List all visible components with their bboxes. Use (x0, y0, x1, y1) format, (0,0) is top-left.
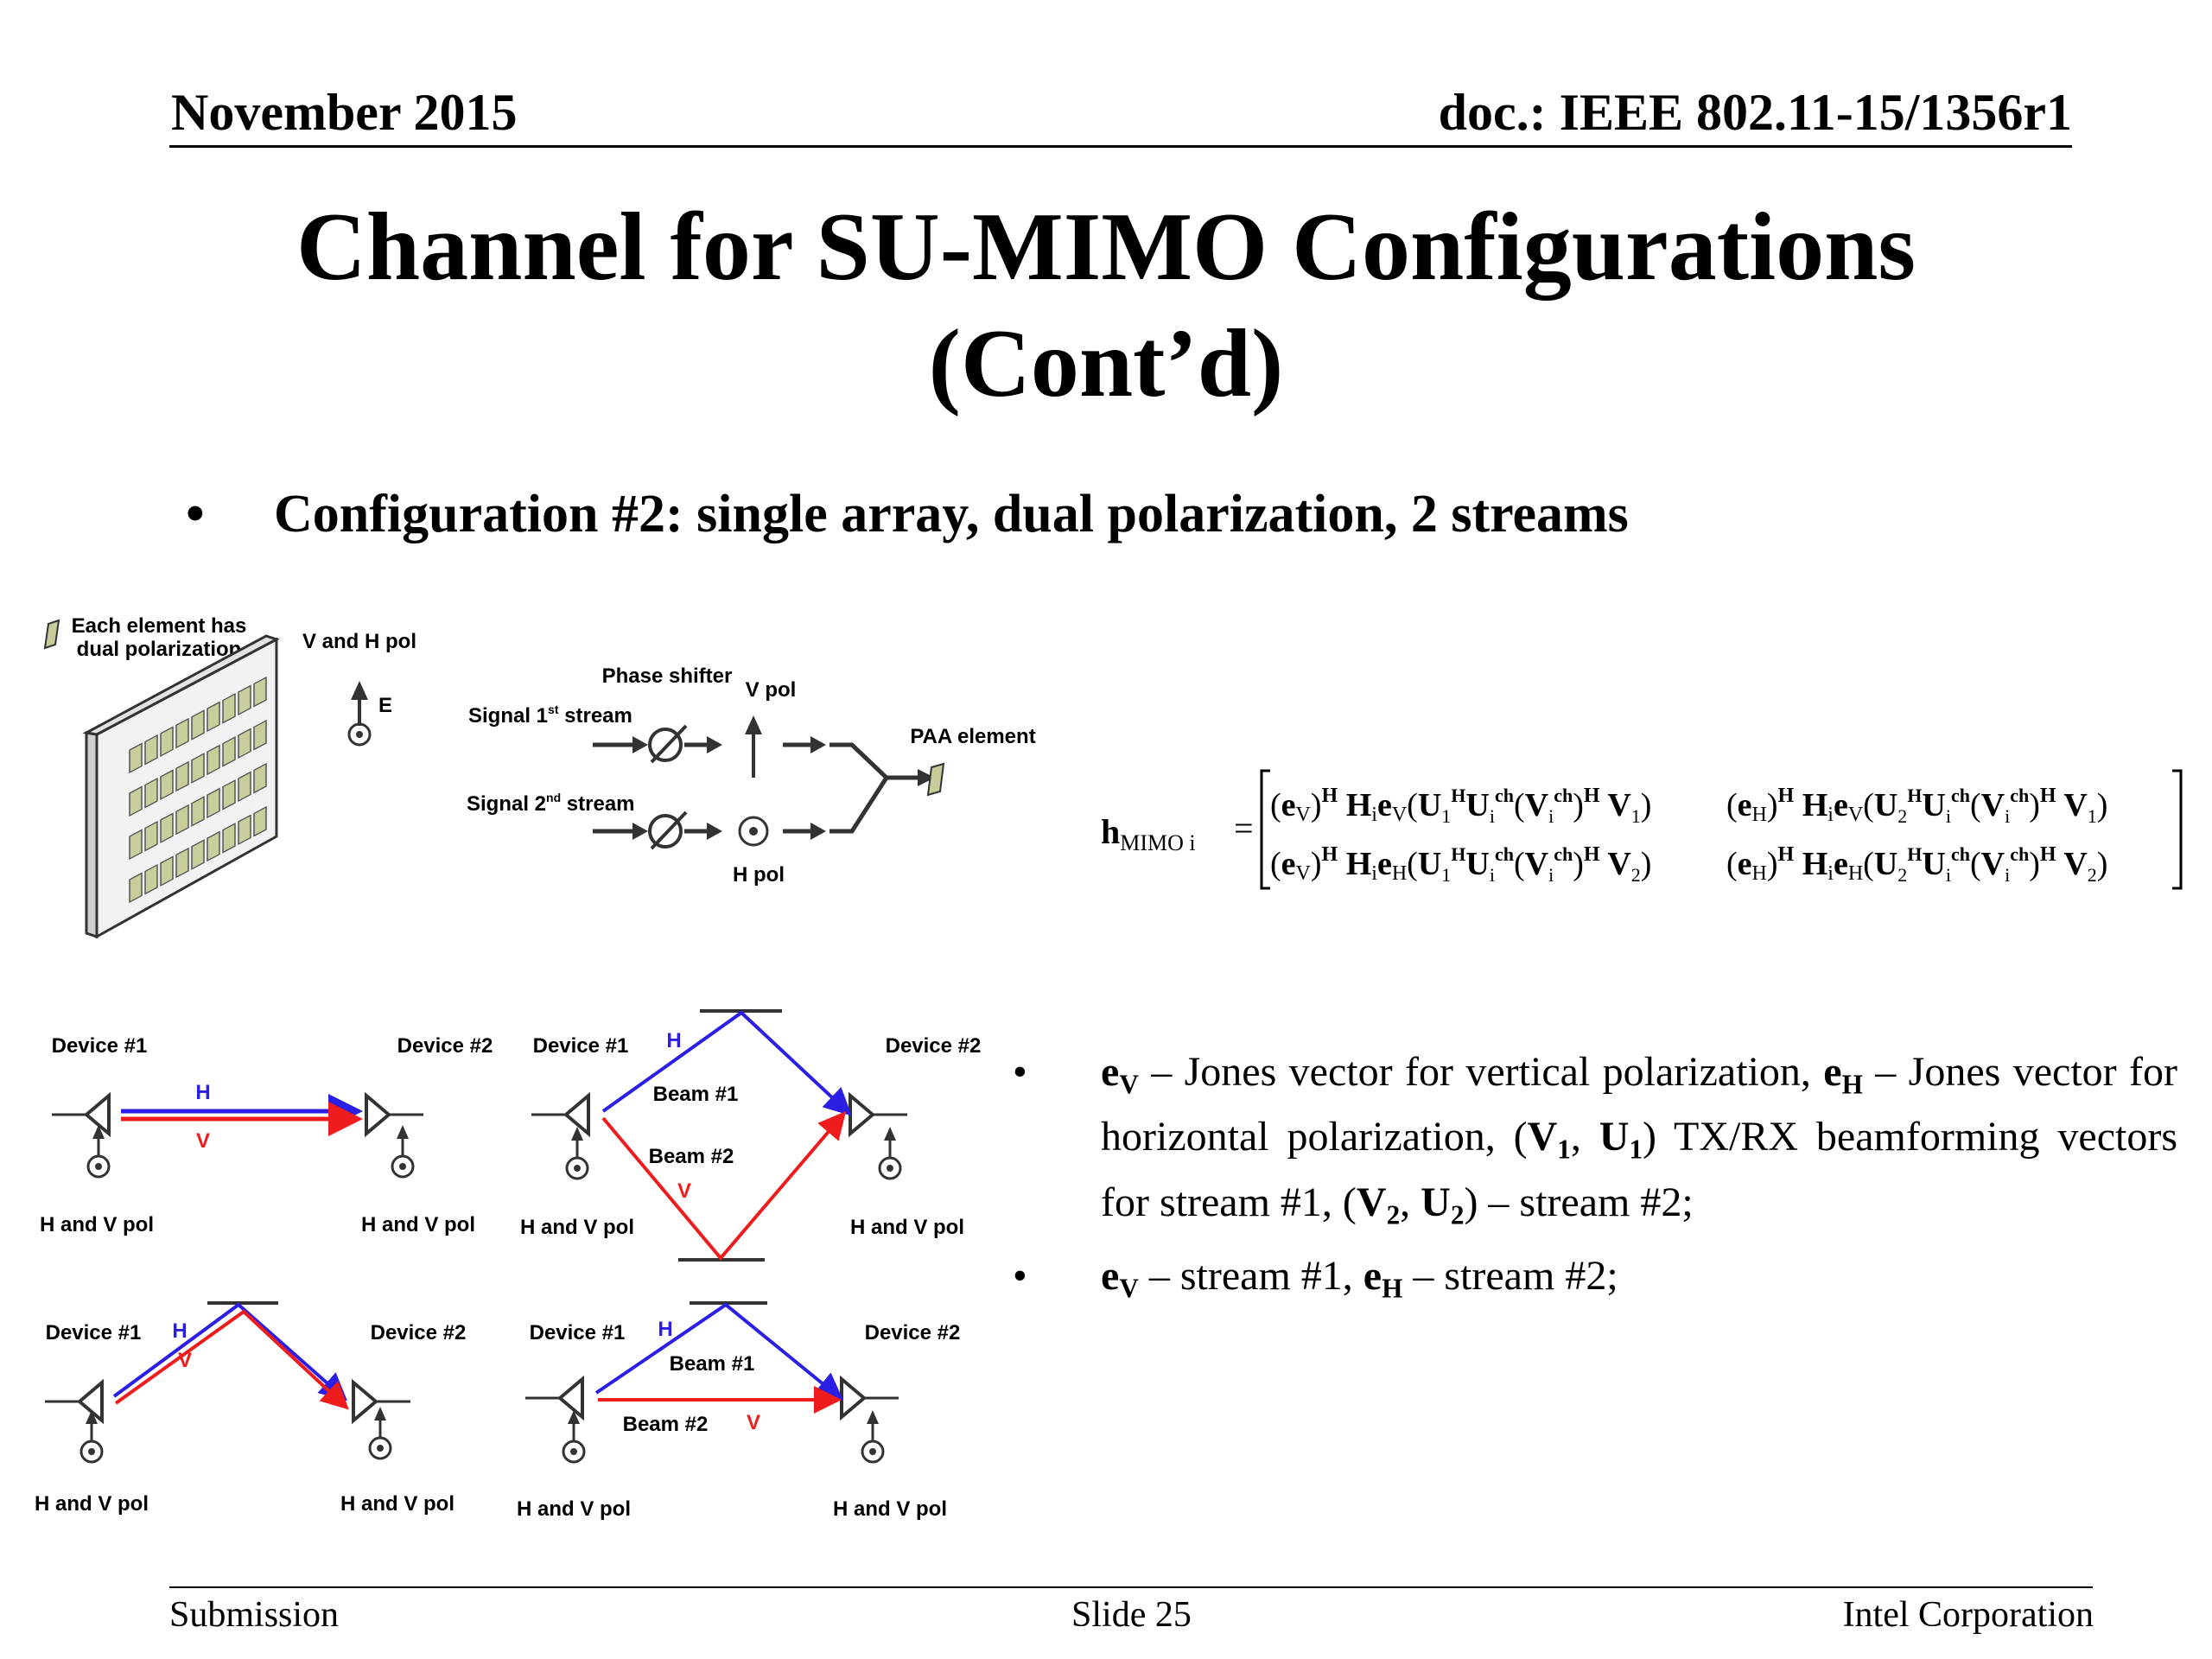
matrix-row-1: (eV)H HieV(U1HUich(Vich)H V1) (eH)H HieV… (1270, 785, 2107, 827)
pol-note: V and H pol (302, 630, 416, 653)
note-2-dot: • (1013, 1253, 1027, 1300)
footer-submission: Submission (169, 1595, 340, 1635)
s1-v-label: V (196, 1129, 210, 1153)
scenario-diagrams: Device #1 Device #2 H V H and V pol H an… (35, 1009, 982, 1521)
svg-text:(eH)H HieH(U2HUich(Vich)H V2): (eH)H HieH(U2HUich(Vich)H V2) (1726, 843, 2107, 886)
s2-beam2-path (601, 1110, 847, 1262)
s4-v-label: V (747, 1411, 760, 1434)
s4-beam1-label: Beam #1 (670, 1352, 755, 1376)
s4-hv-left: H and V pol (517, 1497, 631, 1521)
element-note-2: dual polarization (77, 638, 242, 661)
s3-h-path (112, 1302, 347, 1402)
s4-device1-label: Device #1 (530, 1321, 626, 1344)
signal-2nd-stream-label: Signal 2nd stream (467, 791, 635, 816)
note-1: • eV – Jones vector for vertical polariz… (1013, 1046, 2177, 1241)
s4-device2-label: Device #2 (865, 1321, 961, 1344)
footer-slide-number: Slide 25 (1071, 1595, 1192, 1635)
s3-v-label: V (178, 1349, 192, 1372)
s1-hv-right: H and V pol (361, 1213, 475, 1236)
note-2: • eV – stream #1, eH – stream #2; (1013, 1249, 2177, 1314)
s3-v-path (114, 1309, 349, 1410)
scenario-los: Device #1 Device #2 H V H and V pol H an… (40, 1034, 493, 1236)
s2-v-label: V (677, 1179, 691, 1203)
array-diagram: Each element has dual polarization V and… (43, 614, 416, 939)
s1-h-label: H (195, 1081, 210, 1104)
s3-device1-label: Device #1 (46, 1321, 142, 1344)
slide-title-line1: Channel for SU-MIMO Configurations (296, 194, 1916, 301)
s4-hv-right: H and V pol (833, 1497, 947, 1521)
s2-hv-left: H and V pol (520, 1216, 634, 1239)
s2-beam2-label: Beam #2 (649, 1145, 734, 1168)
scenario-reflector-and-los: Device #1 Device #2 H Beam #1 Beam #2 V … (517, 1301, 961, 1521)
footer-company: Intel Corporation (1842, 1595, 2094, 1635)
slide-title-line2: (Cont’d) (928, 310, 1284, 417)
chain-paths (593, 715, 935, 850)
header-date: November 2015 (171, 84, 518, 141)
paa-element-label: PAA element (910, 725, 1035, 748)
element-note-1: Each element has (72, 614, 247, 638)
s2-device1-label: Device #1 (533, 1034, 629, 1058)
header-rule (169, 145, 2072, 148)
svg-text:(eV)H HieH(U1HUich(Vich)H V2): (eV)H HieH(U1HUich(Vich)H V2) (1270, 843, 1651, 886)
s4-beam1-path (594, 1302, 844, 1402)
header-doc-id: doc.: IEEE 802.11-15/1356r1 (1438, 84, 2072, 141)
s3-hv-right: H and V pol (340, 1492, 454, 1516)
paa-element-icon (926, 762, 945, 797)
h-pol-label: H pol (733, 863, 785, 887)
v-pol-label: V pol (746, 678, 797, 702)
s1-device1-label: Device #1 (52, 1034, 148, 1058)
scenario-two-reflectors: Device #1 Device #2 H Beam #1 Beam #2 V … (520, 1009, 982, 1262)
s3-hv-left: H and V pol (35, 1492, 149, 1516)
signal-1st-stream-label: Signal 1st stream (468, 702, 632, 728)
svg-text:(eV)H HieV(U1HUich(Vich)H V1): (eV)H HieV(U1HUich(Vich)H V1) (1270, 785, 1651, 827)
equation-equals: = (1234, 809, 1254, 848)
s4-beam2-label: Beam #2 (623, 1413, 709, 1436)
footer-rule (169, 1586, 2093, 1588)
phase-shifter-chain-diagram: Phase shifter V pol Signal 1st stream Si… (467, 664, 1036, 887)
svg-text:(eH)H HieV(U2HUich(Vich)H V1): (eH)H HieV(U2HUich(Vich)H V1) (1726, 785, 2107, 827)
s3-h-label: H (172, 1319, 187, 1343)
element-icon (43, 619, 60, 650)
phase-shifter-label: Phase shifter (602, 664, 733, 688)
s2-h-label: H (666, 1029, 681, 1052)
note-1-dot: • (1013, 1049, 1027, 1095)
s1-hv-left: H and V pol (40, 1213, 154, 1236)
e-label: E (378, 694, 392, 717)
s4-h-label: H (658, 1318, 672, 1341)
antenna-elements (129, 676, 267, 904)
scenario-single-reflector: Device #1 Device #2 H V H and V pol H an… (35, 1301, 467, 1516)
s2-beam1-path (601, 1010, 852, 1116)
equation-lhs: hMIMO i (1101, 812, 1196, 855)
channel-equation: hMIMO i = (eV)H HieV(U1HUich(Vich)H V1) … (1101, 769, 2183, 890)
s2-device2-label: Device #2 (886, 1034, 982, 1058)
bullet-dot: • (186, 485, 205, 543)
matrix-row-2: (eV)H HieH(U1HUich(Vich)H V2) (eH)H HieH… (1270, 843, 2107, 886)
e-field-icon (347, 681, 372, 747)
notes-list: • eV – Jones vector for vertical polariz… (1013, 1046, 2177, 1314)
s3-device2-label: Device #2 (371, 1321, 467, 1344)
s2-beam1-label: Beam #1 (653, 1083, 739, 1106)
main-bullet-text: Configuration #2: single array, dual pol… (274, 485, 1629, 543)
s1-device2-label: Device #2 (397, 1034, 493, 1058)
s2-hv-right: H and V pol (850, 1216, 964, 1239)
